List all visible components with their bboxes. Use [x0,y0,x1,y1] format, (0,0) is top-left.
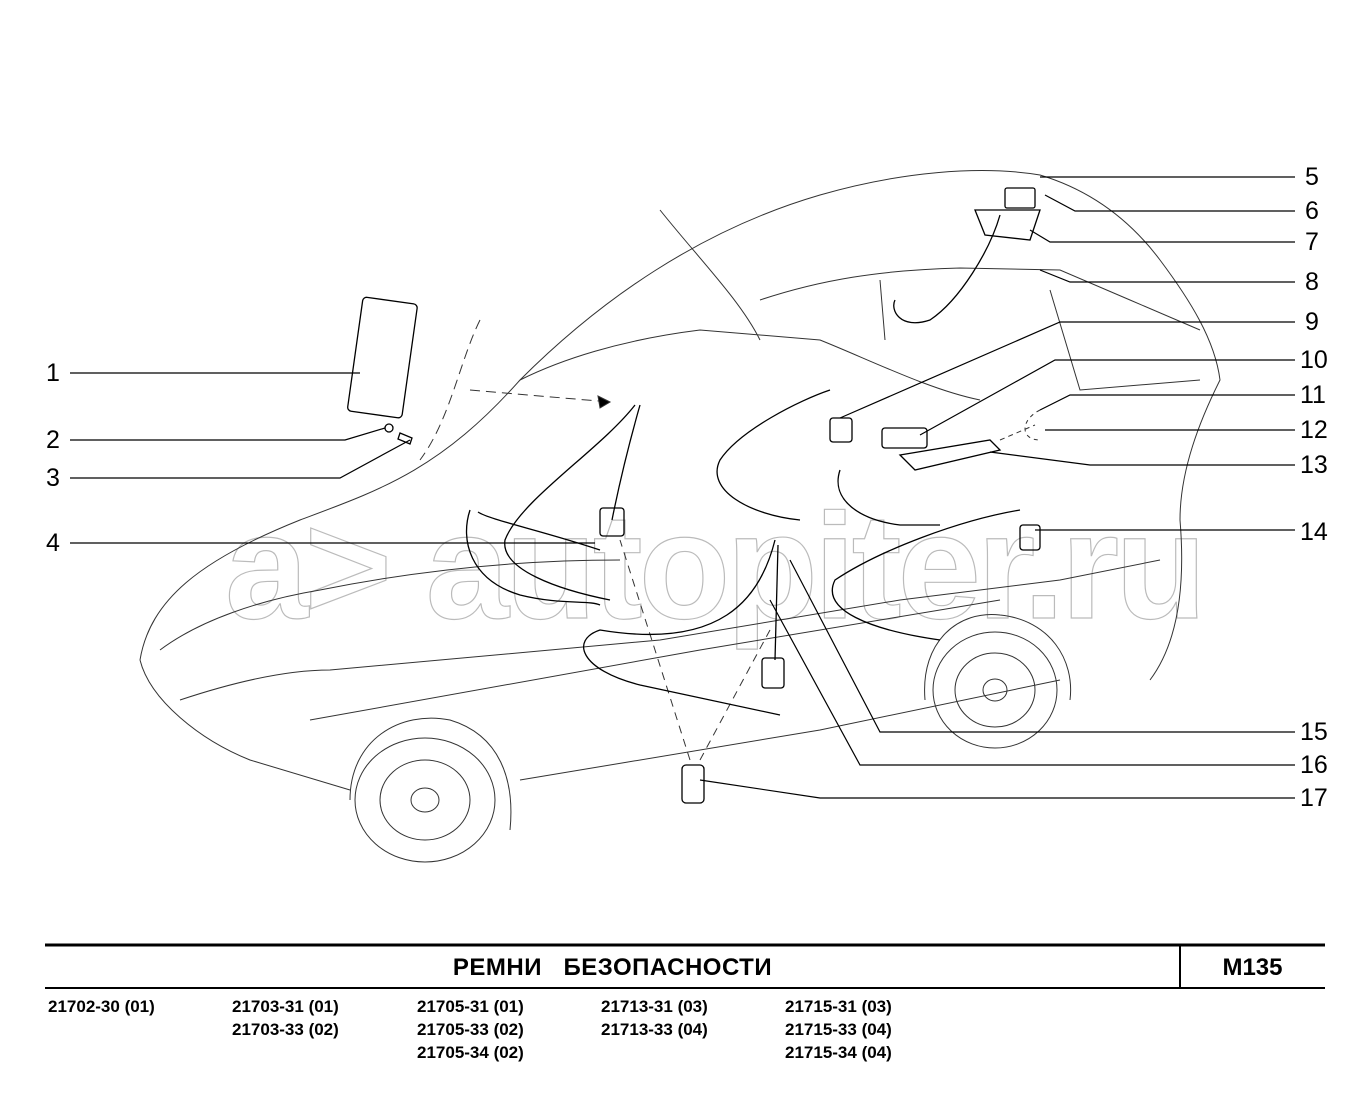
model-column-4: 21713-31 (03) 21713-33 (04) [601,995,708,1041]
callout-1: 1 [46,359,60,387]
model-code: 21715-31 (03) [785,997,892,1016]
sheet-code: M135 [1222,954,1283,981]
model-code: 21703-33 (02) [232,1020,339,1039]
callout-14: 14 [1300,518,1328,546]
title-block-frame [45,943,1325,989]
callout-2: 2 [46,426,60,454]
model-column-1: 21702-30 (01) [48,995,155,1018]
model-code: 21715-34 (04) [785,1043,892,1062]
callout-17: 17 [1300,784,1328,812]
callout-9: 9 [1305,308,1319,336]
callout-8: 8 [1305,268,1319,296]
model-column-2: 21703-31 (01) 21703-33 (02) [232,995,339,1041]
model-code: 21713-33 (04) [601,1020,708,1039]
model-column-3: 21705-31 (01) 21705-33 (02) 21705-34 (02… [417,995,524,1064]
sheet-title: РЕМНИ БЕЗОПАСНОСТИ [452,954,773,981]
callout-10: 10 [1300,346,1328,374]
callout-6: 6 [1305,197,1319,225]
seat-belts [347,187,1041,804]
callout-7: 7 [1305,228,1319,256]
model-code: 21705-34 (02) [417,1043,524,1062]
callout-3: 3 [46,464,60,492]
callout-16: 16 [1300,751,1328,779]
rear-wheel [924,613,1072,749]
callout-13: 13 [1300,451,1328,479]
front-wheel [349,717,512,863]
car-outline [139,170,1221,791]
callout-4: 4 [46,529,60,557]
callout-5: 5 [1305,163,1319,191]
model-code: 21705-33 (02) [417,1020,524,1039]
callout-11: 11 [1300,381,1326,409]
callout-12: 12 [1300,416,1328,444]
model-code: 21702-30 (01) [48,997,155,1016]
model-code: 21703-31 (01) [232,997,339,1016]
model-code: 21713-31 (03) [601,997,708,1016]
callout-leaders [70,176,1295,799]
model-code: 21715-33 (04) [785,1020,892,1039]
model-code: 21705-31 (01) [417,997,524,1016]
model-column-5: 21715-31 (03) 21715-33 (04) 21715-34 (04… [785,995,892,1064]
callout-15: 15 [1300,718,1328,746]
